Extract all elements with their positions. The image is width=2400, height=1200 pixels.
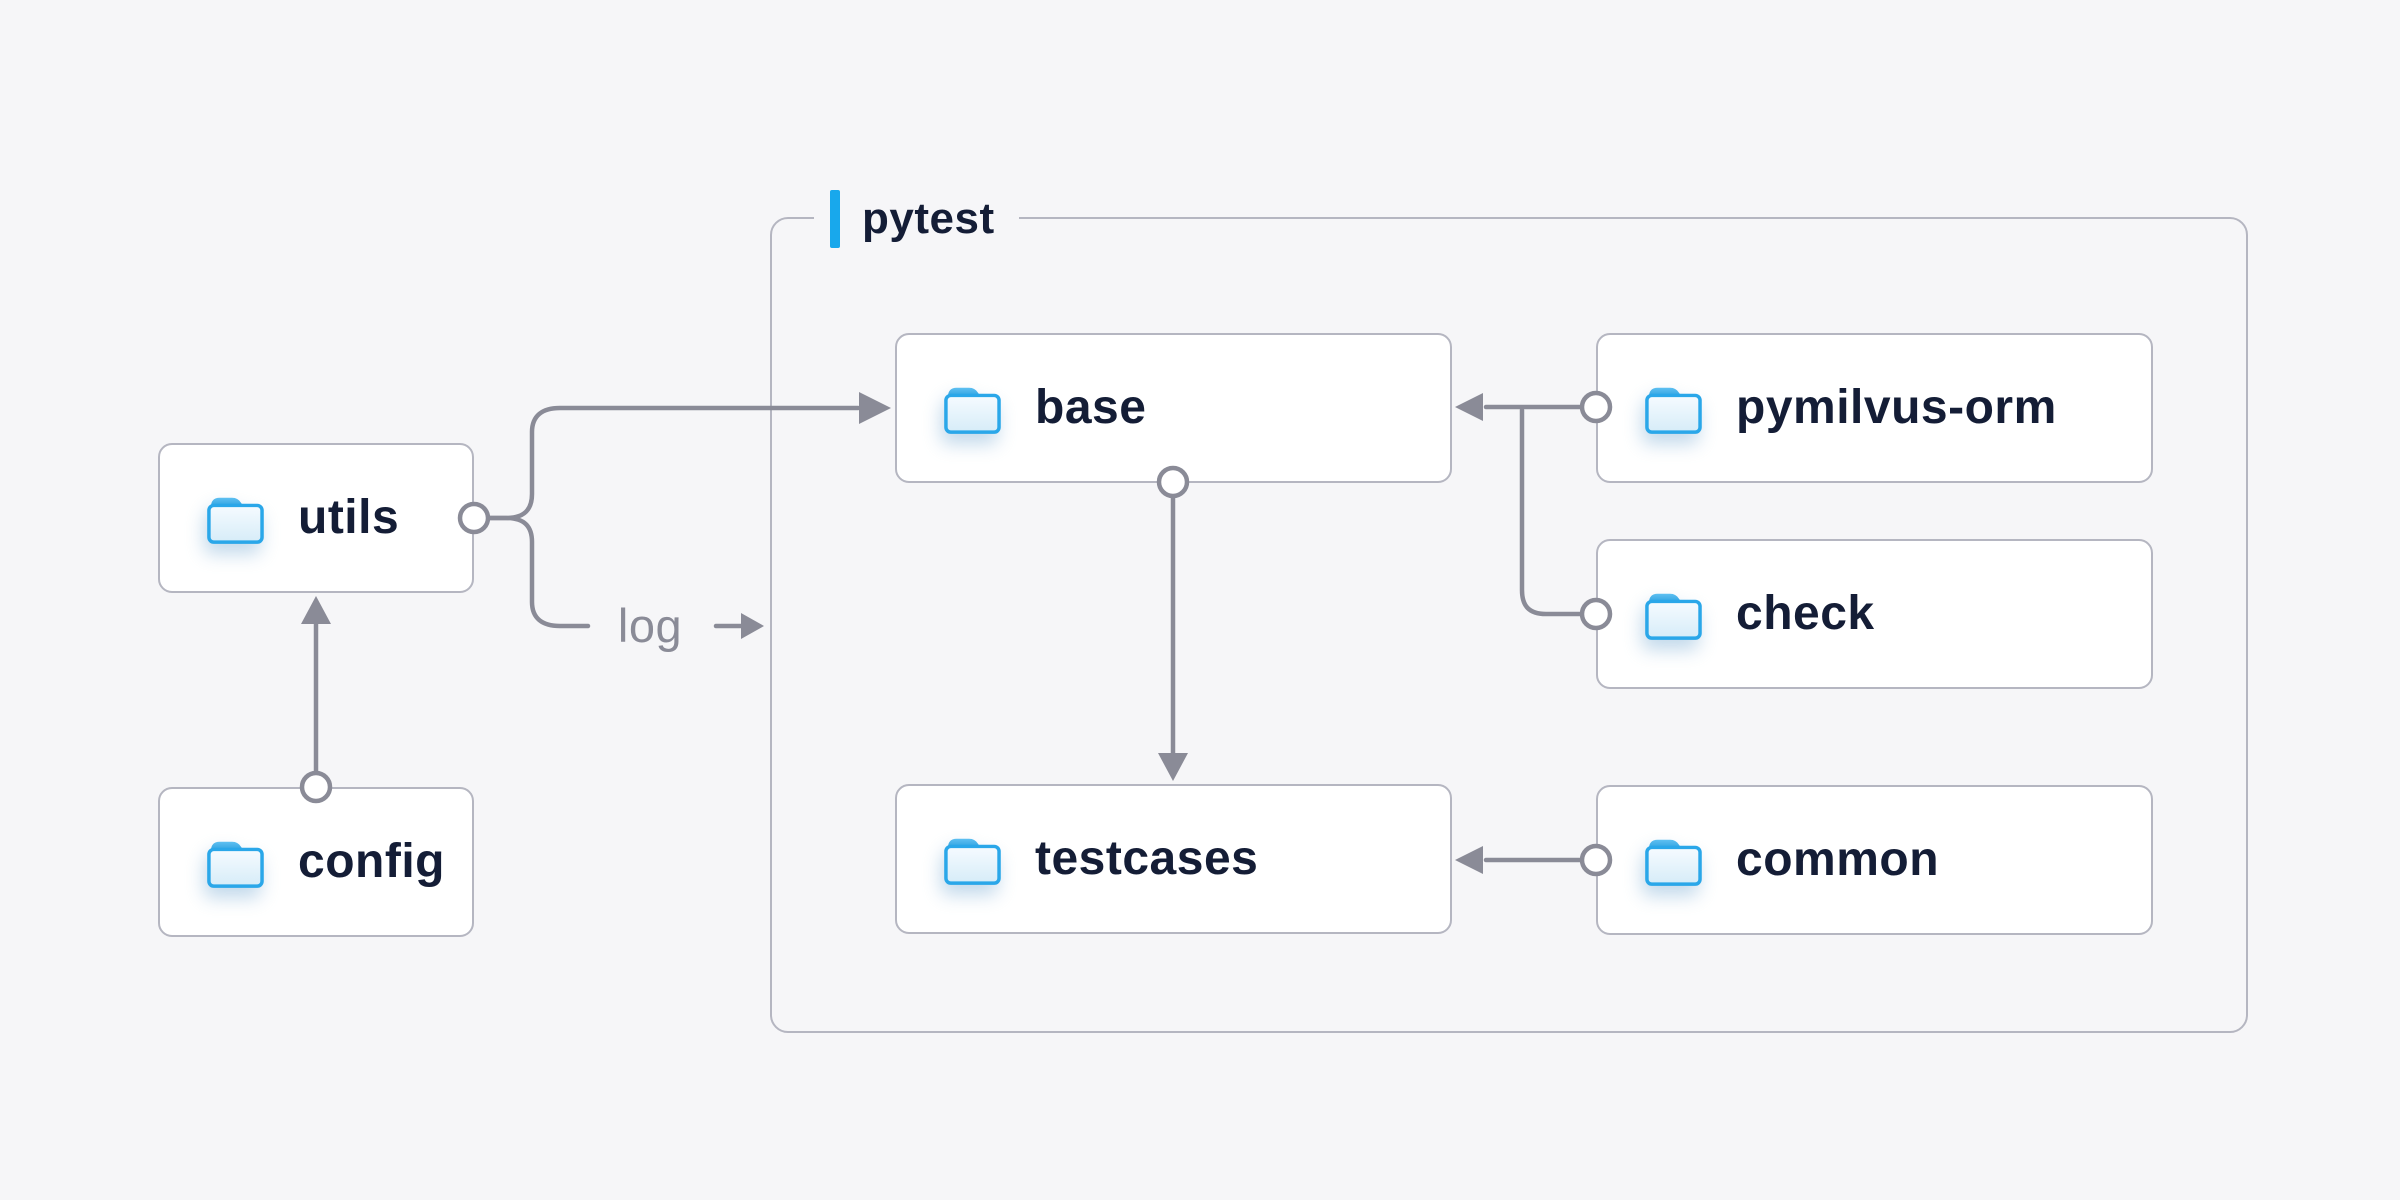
node-label: pymilvus-orm (1736, 381, 2057, 434)
folder-icon (207, 495, 264, 544)
folder-icon (207, 839, 264, 888)
pytest-group-box: pytest (770, 188, 2248, 1033)
arrowhead-into-utils-bottom (301, 596, 331, 624)
folder-icon (1645, 385, 1702, 434)
node-label: check (1736, 587, 1875, 640)
edge-label-log: log (617, 599, 683, 652)
group-label-text: pytest (862, 194, 995, 243)
arrowhead-log-into-pytest (741, 613, 764, 639)
node-base: base (895, 333, 1452, 483)
folder-icon (944, 836, 1001, 885)
folder-icon (1645, 837, 1702, 886)
folder-icon (944, 385, 1001, 434)
pytest-group-label: pytest (814, 188, 1019, 250)
node-testcases: testcases (895, 784, 1452, 934)
node-label: common (1736, 833, 1940, 886)
node-label: utils (298, 491, 400, 544)
node-config: config (158, 787, 474, 937)
folder-icon (1645, 591, 1702, 640)
node-label: base (1035, 381, 1147, 434)
accent-bar (830, 190, 840, 248)
node-check: check (1596, 539, 2153, 689)
node-utils: utils (158, 443, 474, 593)
node-label: testcases (1035, 832, 1259, 885)
node-common: common (1596, 785, 2153, 935)
node-label: config (298, 835, 445, 888)
node-pymilvus-orm: pymilvus-orm (1596, 333, 2153, 483)
edge-utils-log (484, 515, 591, 629)
